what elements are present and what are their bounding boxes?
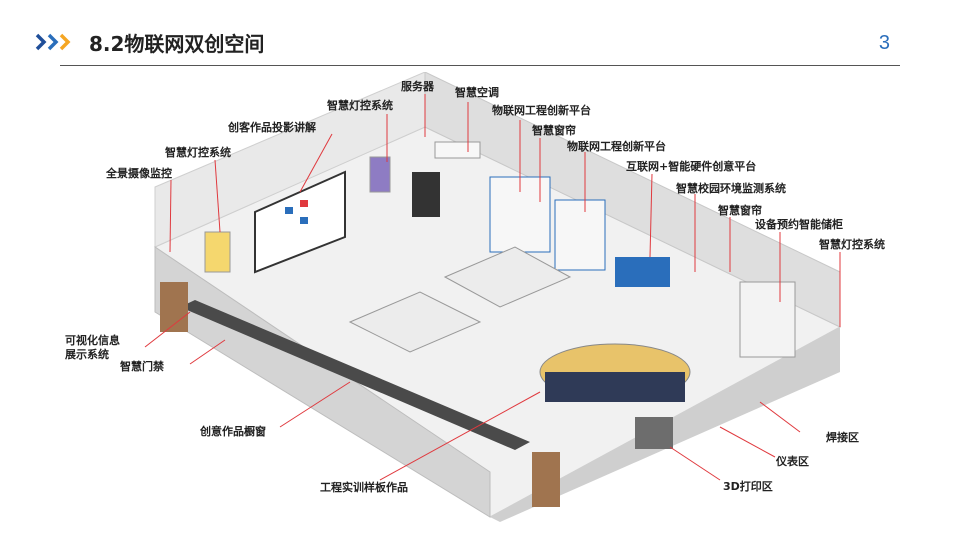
- title-divider: [60, 65, 900, 66]
- label-internet-platform: 互联网+智能硬件创意平台: [626, 160, 757, 173]
- label-env-monitor: 智慧校园环境监测系统: [676, 182, 786, 195]
- label-3d-print-area: 3D打印区: [723, 480, 773, 493]
- label-server: 服务器: [401, 80, 434, 93]
- label-panorama-camera: 全景摄像监控: [106, 167, 172, 180]
- label-smart-curtain-2: 智慧窗帘: [718, 204, 762, 217]
- iot-lab-illustration: [60, 72, 900, 522]
- chevron-arrows-icon: [35, 33, 71, 51]
- page-number: 3: [878, 32, 890, 54]
- label-visual-info-2: 展示系统: [65, 348, 109, 361]
- label-welding-area: 焊接区: [826, 431, 859, 444]
- label-projection: 创客作品投影讲解: [228, 121, 316, 134]
- label-training-works: 工程实训样板作品: [320, 481, 408, 494]
- label-smart-ac: 智慧空调: [455, 86, 499, 99]
- label-smart-access: 智慧门禁: [120, 360, 164, 373]
- label-iot-platform-1: 物联网工程创新平台: [492, 104, 591, 117]
- label-smart-lighting-left: 智慧灯控系统: [165, 146, 231, 159]
- label-iot-platform-2: 物联网工程创新平台: [567, 140, 666, 153]
- page-title: 8.2物联网双创空间: [89, 32, 265, 56]
- label-visual-info-1: 可视化信息: [65, 334, 120, 347]
- label-instrument-area: 仪表区: [776, 455, 809, 468]
- label-smart-storage: 设备预约智能储柜: [755, 218, 843, 231]
- label-smart-lighting-top: 智慧灯控系统: [327, 99, 393, 112]
- label-smart-curtain-1: 智慧窗帘: [532, 124, 576, 137]
- label-showcase: 创意作品橱窗: [200, 425, 266, 438]
- label-smart-lighting-right: 智慧灯控系统: [819, 238, 885, 251]
